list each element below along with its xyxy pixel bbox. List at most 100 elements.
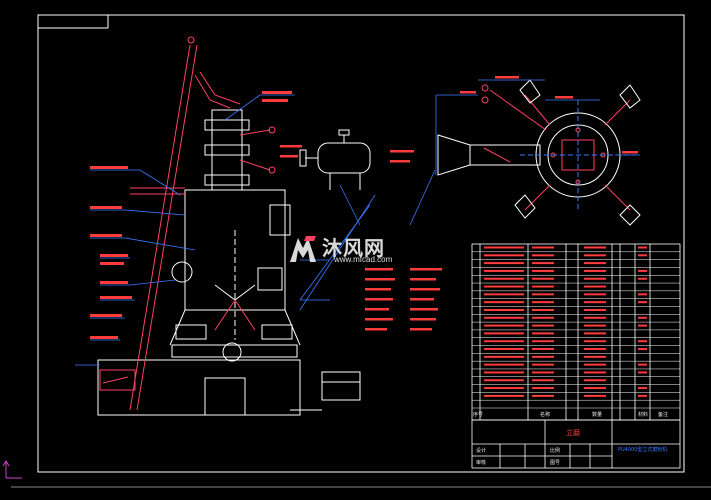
table-cell-mark bbox=[638, 394, 647, 397]
table-cell-mark bbox=[532, 254, 554, 257]
mf-logo-icon bbox=[290, 236, 316, 262]
table-cell-mark bbox=[484, 340, 524, 343]
table-cell-mark bbox=[638, 371, 647, 374]
table-cell-mark bbox=[584, 293, 606, 296]
table-cell-mark bbox=[532, 387, 554, 390]
table-cell-mark bbox=[584, 301, 606, 304]
left-callout-text bbox=[90, 91, 292, 339]
table-cell-mark bbox=[484, 371, 524, 374]
table-cell-mark bbox=[584, 316, 606, 319]
table-cell-mark bbox=[532, 332, 554, 335]
table-cell-mark bbox=[532, 394, 554, 397]
table-cell-mark bbox=[584, 277, 606, 280]
table-cell-mark bbox=[532, 348, 554, 351]
plan-dimensions bbox=[435, 79, 640, 175]
table-cell-mark bbox=[584, 363, 606, 366]
table-cell-mark bbox=[584, 246, 606, 249]
table-cell-mark bbox=[584, 371, 606, 374]
table-cell-mark bbox=[532, 269, 554, 272]
table-cell-mark bbox=[532, 285, 554, 288]
table-cell-mark bbox=[484, 254, 524, 257]
watermark-url: www.mfcad.com bbox=[334, 255, 393, 264]
table-cell-mark bbox=[638, 293, 647, 296]
table-cell-mark bbox=[532, 246, 554, 249]
parts-list-rows bbox=[472, 251, 680, 409]
table-cell-mark bbox=[484, 387, 524, 390]
table-cell-mark bbox=[484, 293, 524, 296]
center-annotations bbox=[299, 169, 436, 311]
table-cell-mark bbox=[584, 394, 606, 397]
parts-header-material: 材料 bbox=[638, 412, 649, 418]
table-cell-mark bbox=[484, 246, 524, 249]
table-cell-mark bbox=[584, 285, 606, 288]
title-block-project: PU4000型立式磨粉机 bbox=[618, 447, 668, 453]
table-cell-mark bbox=[532, 277, 554, 280]
table-cell-mark bbox=[638, 340, 647, 343]
title-block bbox=[471, 419, 681, 469]
small-bin bbox=[290, 371, 361, 411]
table-cell-mark bbox=[584, 348, 606, 351]
table-cell-mark bbox=[638, 301, 647, 304]
table-cell-mark bbox=[584, 308, 606, 311]
cyclone-tank bbox=[299, 129, 371, 190]
table-cell-mark bbox=[584, 355, 606, 358]
ucs-icon bbox=[2, 460, 22, 479]
table-cell-mark bbox=[638, 277, 647, 280]
table-cell-mark bbox=[638, 269, 647, 272]
table-cell-mark bbox=[484, 348, 524, 351]
mill-elevation-view bbox=[97, 109, 301, 416]
table-cell-mark bbox=[484, 316, 524, 319]
table-cell-mark bbox=[484, 269, 524, 272]
title-block-drawing-name: 立磨 bbox=[566, 429, 580, 437]
table-cell-mark bbox=[484, 277, 524, 280]
watermark: 沐风网 www.mfcad.com bbox=[288, 230, 428, 270]
table-cell-mark bbox=[484, 285, 524, 288]
table-cell-mark bbox=[532, 371, 554, 374]
title-block-label-drawing-no: 图号 bbox=[550, 460, 561, 466]
table-cell-mark bbox=[532, 316, 554, 319]
table-cell-mark bbox=[532, 324, 554, 327]
table-cell-mark bbox=[484, 363, 524, 366]
table-cell-mark bbox=[484, 379, 524, 382]
parts-header-name: 名称 bbox=[540, 412, 551, 418]
table-cell-mark bbox=[638, 246, 647, 249]
table-cell-mark bbox=[532, 308, 554, 311]
table-cell-mark bbox=[584, 332, 606, 335]
parts-header-no: 序号 bbox=[473, 412, 484, 418]
table-cell-mark bbox=[638, 324, 647, 327]
table-cell-mark bbox=[532, 340, 554, 343]
table-cell-mark bbox=[532, 363, 554, 366]
watermark-brand: 沐风网 bbox=[322, 236, 385, 260]
table-cell-mark bbox=[484, 308, 524, 311]
parts-list-cell-marks bbox=[484, 246, 647, 397]
title-block-label-scale: 比例 bbox=[550, 448, 561, 454]
table-cell-mark bbox=[638, 316, 647, 319]
table-cell-mark bbox=[584, 379, 606, 382]
table-cell-mark bbox=[638, 254, 647, 257]
table-cell-mark bbox=[484, 355, 524, 358]
title-block-label-design: 设计 bbox=[476, 448, 487, 454]
table-cell-mark bbox=[484, 394, 524, 397]
table-cell-mark bbox=[484, 324, 524, 327]
table-cell-mark bbox=[532, 262, 554, 265]
table-cell-mark bbox=[584, 324, 606, 327]
table-cell-mark bbox=[584, 254, 606, 257]
center-annotation-text bbox=[280, 145, 442, 331]
table-cell-mark bbox=[584, 269, 606, 272]
mill-accent-lines bbox=[99, 36, 276, 411]
table-cell-mark bbox=[638, 348, 647, 351]
table-cell-mark bbox=[532, 293, 554, 296]
table-cell-mark bbox=[484, 301, 524, 304]
table-cell-mark bbox=[638, 387, 647, 390]
parts-list-table bbox=[471, 243, 681, 421]
table-cell-mark bbox=[532, 355, 554, 358]
sheet-border bbox=[11, 14, 711, 488]
parts-header-qty: 数量 bbox=[592, 412, 603, 418]
table-cell-mark bbox=[532, 379, 554, 382]
plan-dimension-text bbox=[460, 76, 638, 154]
parts-header-note: 备注 bbox=[658, 412, 669, 418]
table-cell-mark bbox=[584, 340, 606, 343]
title-block-label-review: 审核 bbox=[476, 460, 487, 466]
table-cell-mark bbox=[484, 262, 524, 265]
